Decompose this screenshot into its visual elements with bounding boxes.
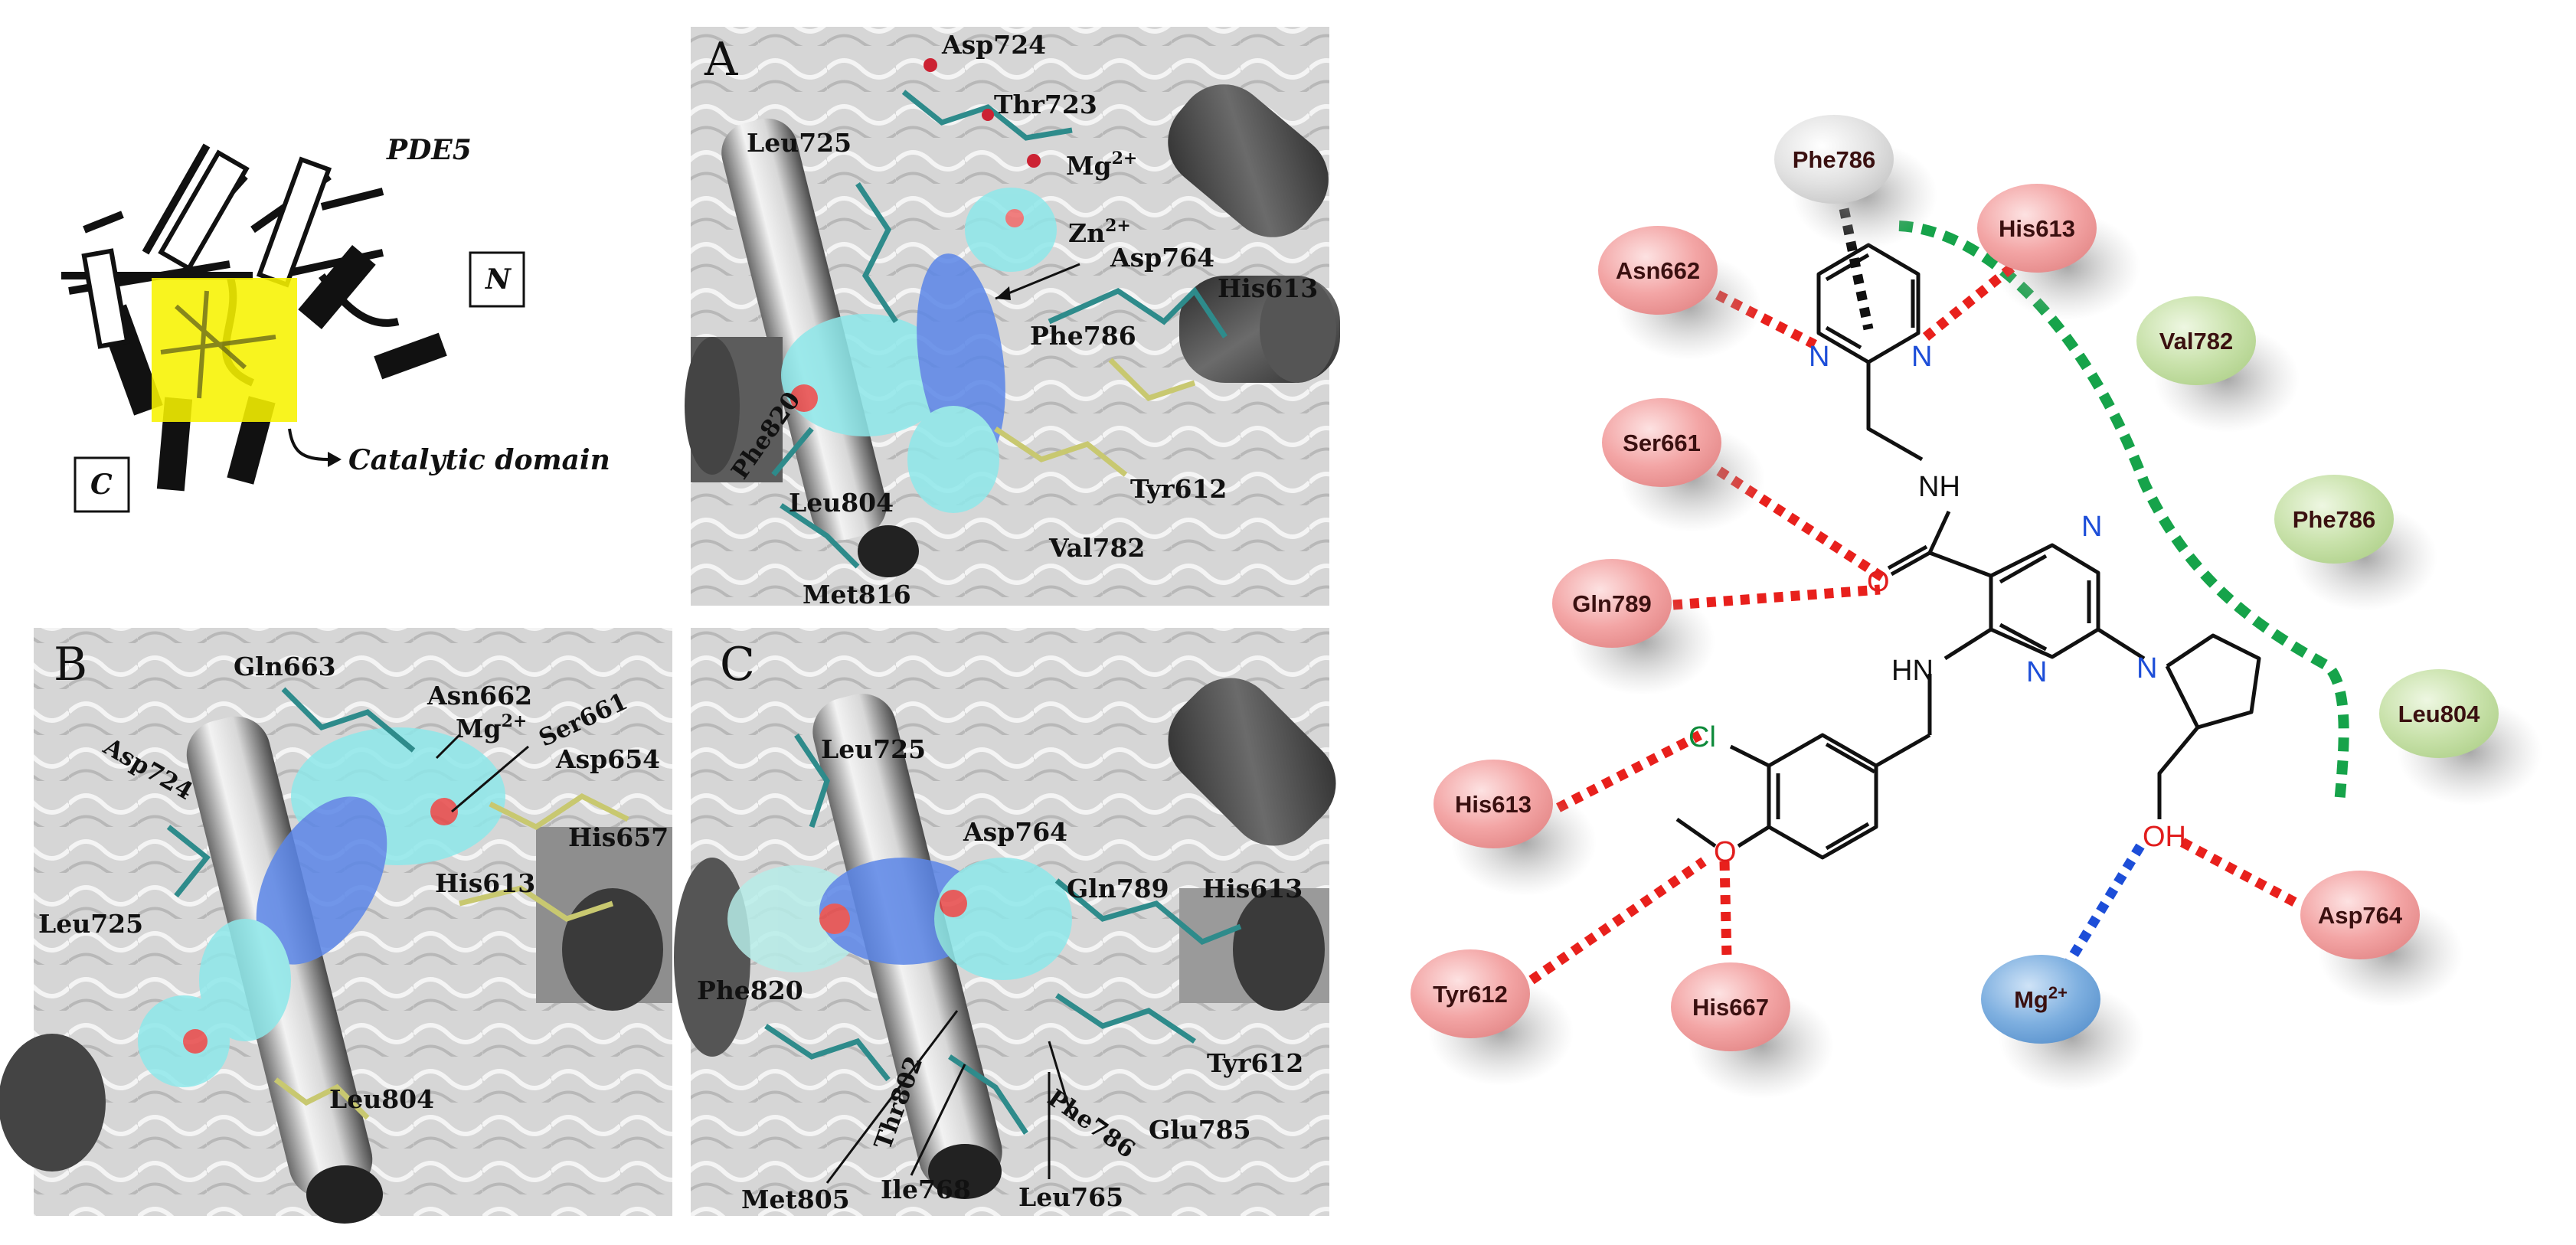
residue-label: His657 [568, 822, 669, 852]
ion-label: Zn2+ [1068, 216, 1131, 248]
residue-name: Asn662 [1616, 257, 1700, 284]
residue-label: Phe786 [1030, 321, 1136, 351]
residue-label: Met816 [803, 580, 911, 609]
atom-n: N [1911, 341, 1932, 373]
panel-c-arrows [825, 1010, 1074, 1184]
residue-name: Val782 [2159, 328, 2234, 355]
residue-label: Asp724 [941, 30, 1046, 60]
panel-a-sticks [771, 90, 1228, 569]
atom-n: N [2081, 511, 2102, 543]
panel-b-sticks [166, 687, 629, 1120]
residue-bubble-asn662: Asn662 [1598, 226, 1761, 360]
panel-b-label: B [54, 638, 87, 691]
residue-label: Gln789 [1067, 874, 1169, 904]
residue-name: Leu804 [2398, 701, 2481, 727]
residue-label: Met805 [741, 1185, 850, 1214]
c-terminus-label: C [90, 469, 113, 501]
residue-label: Tyr612 [1130, 474, 1227, 504]
residue-name: Mg2+ [2014, 983, 2068, 1013]
residue-label: Leu725 [38, 909, 143, 939]
n-terminus-label: N [485, 263, 512, 296]
residue-label: Asn662 [427, 681, 532, 711]
residue-bubble-leu804: Leu804 [2379, 669, 2542, 805]
residue-bubble-ser661: Ser661 [1602, 398, 1765, 532]
overview-panel: PDE5 N C Catalytic domain [61, 134, 610, 513]
residue-label: Leu725 [821, 734, 926, 764]
atom-n: N [1809, 341, 1829, 373]
residue-name: Ser661 [1623, 430, 1701, 456]
residue-bubble-gln789: Gln789 [1552, 559, 1715, 695]
panel-b: B Gln663 Asn662 Mg2+ Ser661 Asp654 Asp72… [0, 628, 672, 1224]
residue-label: Glu785 [1149, 1115, 1251, 1145]
residue-label: His613 [1218, 273, 1318, 303]
panel-a-label: A [704, 33, 738, 87]
residue-name: Asp764 [2318, 902, 2403, 929]
residue-bubble-his613: His613 [1433, 760, 1597, 896]
residue-label: Leu725 [747, 128, 852, 158]
residue-label: Leu765 [1018, 1182, 1123, 1212]
residue-label: Leu804 [329, 1084, 434, 1114]
panel-c-label: C [720, 638, 755, 691]
atom-hn: HN [1891, 655, 1934, 687]
residue-label: Asp654 [555, 744, 660, 774]
residue-bubble-his667: His667 [1671, 962, 1834, 1099]
interaction-map: N N NH O N N HN N Cl O OH Phe786 His6 [1411, 115, 2542, 1099]
panel-a-atoms [924, 58, 1041, 168]
panel-c: C Leu725 Asp764 Gln789 His613 Phe820 Tyr… [674, 628, 1336, 1216]
residue-label: Tyr612 [1207, 1048, 1303, 1078]
panel-a: A Asp724 Thr723 Leu725 Mg2+ Zn2+ Asp764 … [685, 27, 1340, 609]
panel-b-arrows [435, 734, 529, 813]
catalytic-domain-label: Catalytic domain [348, 444, 610, 476]
residue-name: Phe786 [2293, 506, 2376, 533]
atom-nh: NH [1918, 471, 1960, 503]
residue-label: Thr723 [994, 90, 1097, 119]
residue-name: His613 [1455, 791, 1532, 818]
c-terminus-box [74, 456, 130, 513]
residue-name: His613 [1999, 215, 2075, 242]
residue-label: Asp764 [963, 817, 1067, 847]
residue-label: Val782 [1048, 533, 1145, 563]
panel-c-ligand-surface [727, 858, 1072, 980]
residue-label: Gln663 [234, 652, 336, 681]
residue-name: Phe786 [1793, 146, 1876, 173]
atom-n: N [2136, 652, 2157, 685]
residue-label: Leu804 [789, 488, 894, 518]
residue-label: His613 [1202, 874, 1303, 904]
residue-bubble-phe786-grey: Phe786 [1774, 115, 1937, 249]
catalytic-domain-arrow [288, 428, 329, 461]
ligand-structure [1675, 243, 2261, 860]
atom-o: O [1714, 836, 1737, 868]
residue-bubble-val782: Val782 [2136, 296, 2300, 433]
ion-label: Mg2+ [1066, 149, 1137, 181]
overview-title: PDE5 [386, 134, 472, 166]
residue-name: His667 [1692, 994, 1769, 1021]
atom-cl: Cl [1688, 721, 1716, 753]
residue-bubbles: Phe786 His613 Asn662 Val782 [1411, 115, 2542, 1099]
residue-name: Gln789 [1572, 590, 1651, 617]
residue-label: Phe820 [697, 975, 803, 1005]
n-terminus-box [469, 251, 525, 308]
residue-bubble-asp764: Asp764 [2300, 871, 2463, 1007]
residue-bubble-mg: Mg2+ [1981, 955, 2144, 1091]
residue-label: Asp764 [1110, 243, 1214, 273]
residue-label: Ile768 [881, 1175, 971, 1204]
residue-bubble-tyr612: Tyr612 [1411, 949, 1574, 1086]
ligand-atoms: N N NH O N N HN N Cl O OH [1688, 341, 2186, 868]
residue-bubble-his613-top: His613 [1977, 184, 2140, 320]
atom-oh: OH [2143, 821, 2186, 853]
panel-b-ligand-surface [138, 727, 505, 1087]
residue-bubble-phe786: Phe786 [2274, 475, 2437, 611]
atom-o: O [1867, 566, 1890, 598]
ion-label: Mg2+ [456, 711, 527, 743]
residue-label: His613 [435, 868, 535, 898]
panel-a-ligand-surface [781, 188, 1057, 513]
residue-name: Tyr612 [1433, 981, 1508, 1008]
overview-cylinders [81, 149, 447, 492]
atom-n: N [2026, 656, 2047, 688]
